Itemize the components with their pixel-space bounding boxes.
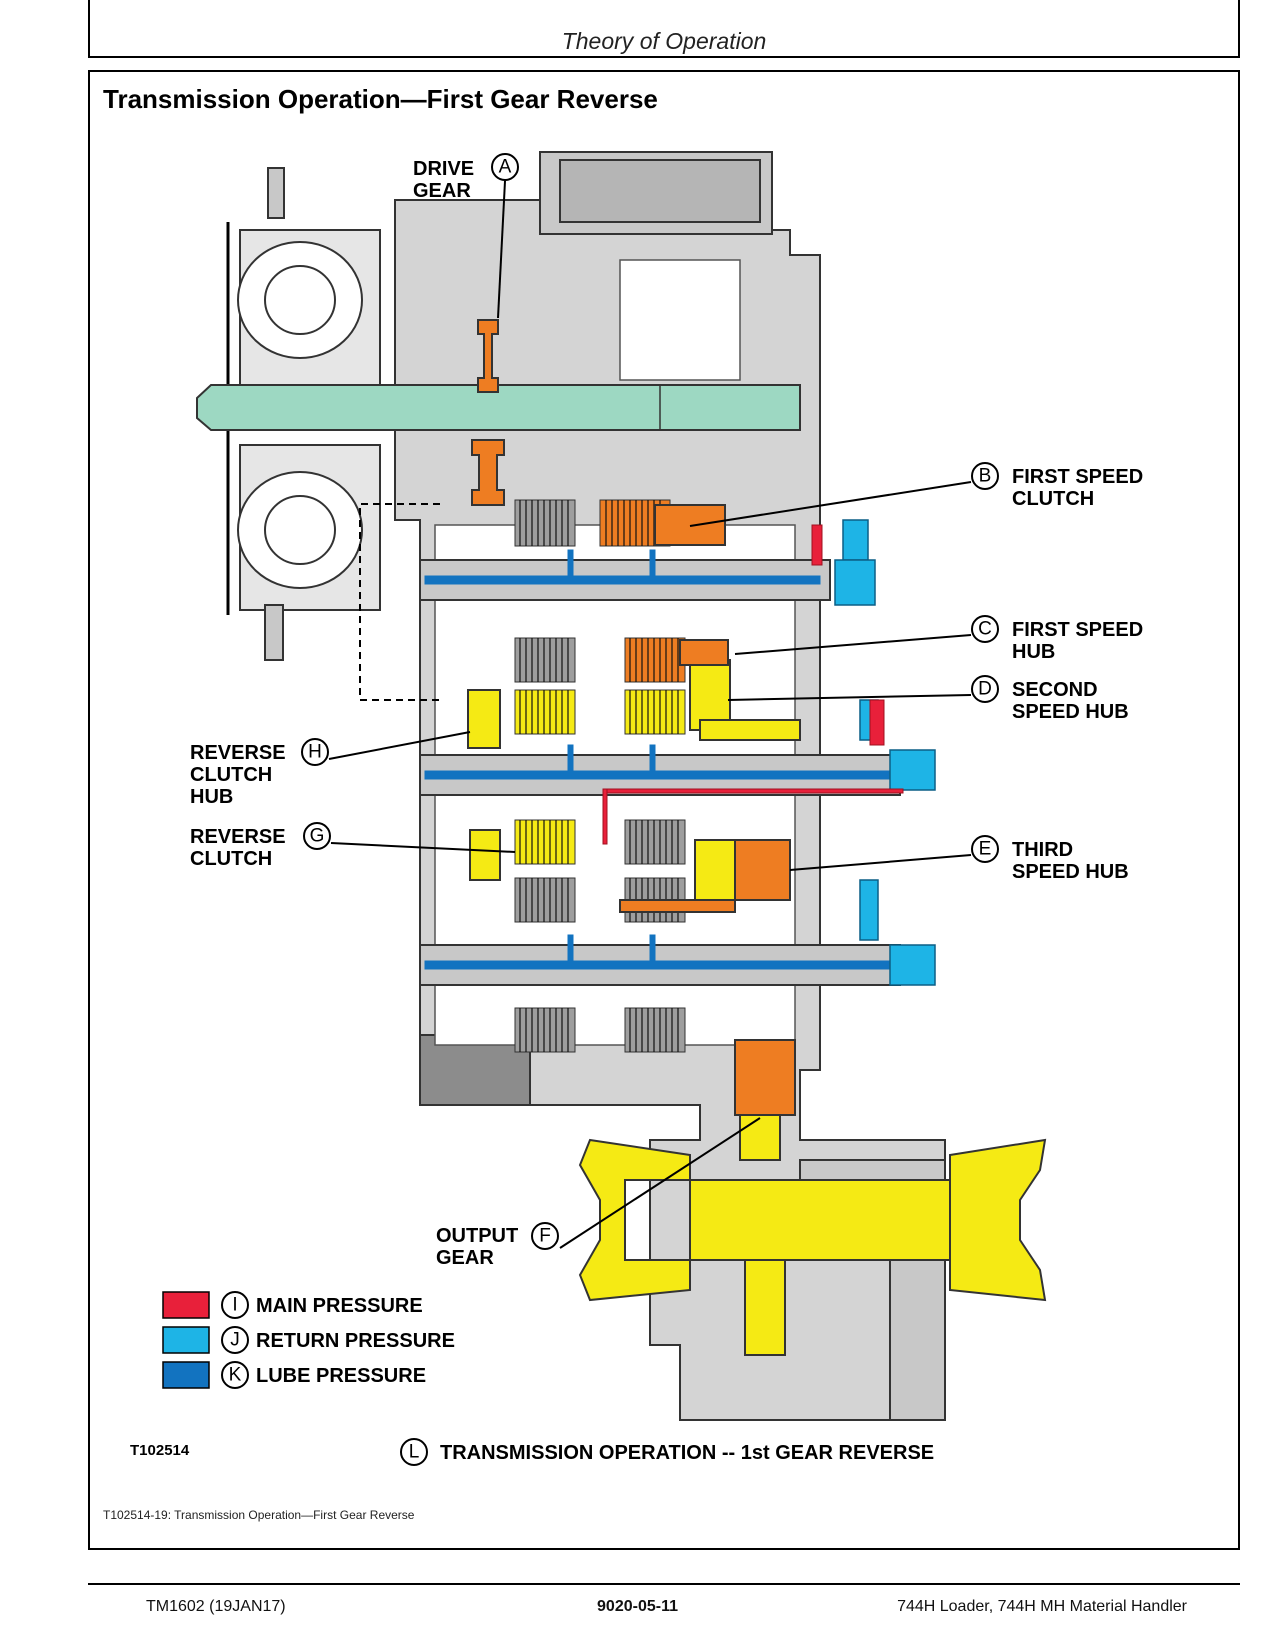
- svg-text:FIRST SPEED: FIRST SPEED: [1012, 466, 1143, 488]
- main-pressure-lines: [602, 524, 904, 845]
- svg-text:H: H: [308, 742, 322, 763]
- svg-text:G: G: [310, 826, 325, 847]
- svg-text:L: L: [409, 1442, 420, 1463]
- callout-reverse-clutch-hub: REVERSE CLUTCH HUB H: [190, 738, 329, 808]
- svg-text:B: B: [979, 466, 992, 487]
- svg-text:J: J: [230, 1330, 240, 1351]
- drive-gear: [471, 319, 505, 506]
- lube-passages: [424, 549, 896, 970]
- svg-text:FIRST SPEED: FIRST SPEED: [1012, 619, 1143, 641]
- svg-text:A: A: [499, 157, 512, 178]
- svg-text:D: D: [978, 679, 992, 700]
- footer-rule: [88, 1583, 1240, 1585]
- svg-text:GEAR: GEAR: [436, 1247, 494, 1269]
- input-shaft: [196, 384, 801, 431]
- svg-text:E: E: [979, 839, 992, 860]
- header-box: Theory of Operation: [88, 0, 1240, 58]
- callout-first-speed-hub: C FIRST SPEED HUB: [971, 615, 1143, 663]
- svg-text:OUTPUT: OUTPUT: [436, 1225, 518, 1247]
- callout-output-gear: OUTPUT GEAR F: [436, 1222, 559, 1269]
- svg-text:C: C: [978, 619, 992, 640]
- legend-lube-pressure: K LUBE PRESSURE: [162, 1361, 426, 1389]
- svg-text:SPEED HUB: SPEED HUB: [1012, 861, 1129, 883]
- svg-text:K: K: [229, 1365, 242, 1386]
- svg-text:REVERSE: REVERSE: [190, 826, 286, 848]
- figure-title: Transmission Operation—First Gear Revers…: [103, 84, 658, 114]
- svg-text:MAIN PRESSURE: MAIN PRESSURE: [256, 1295, 423, 1317]
- footer-page-number: 9020-05-11: [597, 1598, 678, 1615]
- svg-text:THIRD: THIRD: [1012, 839, 1073, 861]
- svg-text:REVERSE: REVERSE: [190, 742, 286, 764]
- callout-reverse-clutch: REVERSE CLUTCH G: [190, 822, 331, 870]
- section-title: Theory of Operation: [561, 28, 767, 54]
- clutch-disc-lines: [519, 500, 679, 1052]
- svg-text:CLUTCH: CLUTCH: [1012, 488, 1094, 510]
- svg-text:F: F: [539, 1226, 551, 1247]
- orange-hubs: [619, 504, 796, 1116]
- return-pressure-fittings: [834, 519, 936, 986]
- callout-second-speed-hub: D SECOND SPEED HUB: [971, 675, 1129, 723]
- svg-text:LUBE PRESSURE: LUBE PRESSURE: [256, 1365, 426, 1387]
- callout-leader-lines: [328, 180, 972, 1249]
- dashed-oil-path: [359, 503, 440, 701]
- pressure-legend: I MAIN PRESSURE J RETURN PRESSURE K LUBE…: [162, 1291, 455, 1389]
- svg-text:CLUTCH: CLUTCH: [190, 764, 272, 786]
- legend-return-pressure: J RETURN PRESSURE: [162, 1326, 455, 1354]
- figure-image-id: T102514: [130, 1442, 190, 1459]
- svg-text:SECOND: SECOND: [1012, 679, 1098, 701]
- svg-text:SPEED HUB: SPEED HUB: [1012, 701, 1129, 723]
- figure-caption: T102514-19: Transmission Operation—First…: [103, 1508, 415, 1522]
- svg-text:RETURN PRESSURE: RETURN PRESSURE: [256, 1330, 455, 1352]
- svg-text:CLUTCH: CLUTCH: [190, 848, 272, 870]
- svg-text:GEAR: GEAR: [413, 180, 471, 202]
- svg-text:I: I: [232, 1295, 237, 1316]
- diagram-subtitle: L TRANSMISSION OPERATION -- 1st GEAR REV…: [400, 1438, 934, 1466]
- figure-frame: [88, 70, 1240, 1550]
- torque-converter: [226, 167, 381, 661]
- svg-text:HUB: HUB: [1012, 641, 1055, 663]
- callout-third-speed-hub: E THIRD SPEED HUB: [971, 835, 1129, 883]
- callout-drive-gear: DRIVE GEAR A: [413, 153, 519, 202]
- footer-manual-id: TM1602 (19JAN17): [146, 1598, 286, 1615]
- svg-text:HUB: HUB: [190, 786, 233, 808]
- legend-main-pressure: I MAIN PRESSURE: [162, 1291, 423, 1319]
- svg-text:TRANSMISSION OPERATION -- 1st: TRANSMISSION OPERATION -- 1st GEAR REVER…: [440, 1442, 934, 1464]
- footer-model: 744H Loader, 744H MH Material Handler: [897, 1598, 1187, 1615]
- svg-text:DRIVE: DRIVE: [413, 158, 474, 180]
- callout-first-speed-clutch: B FIRST SPEED CLUTCH: [971, 462, 1143, 510]
